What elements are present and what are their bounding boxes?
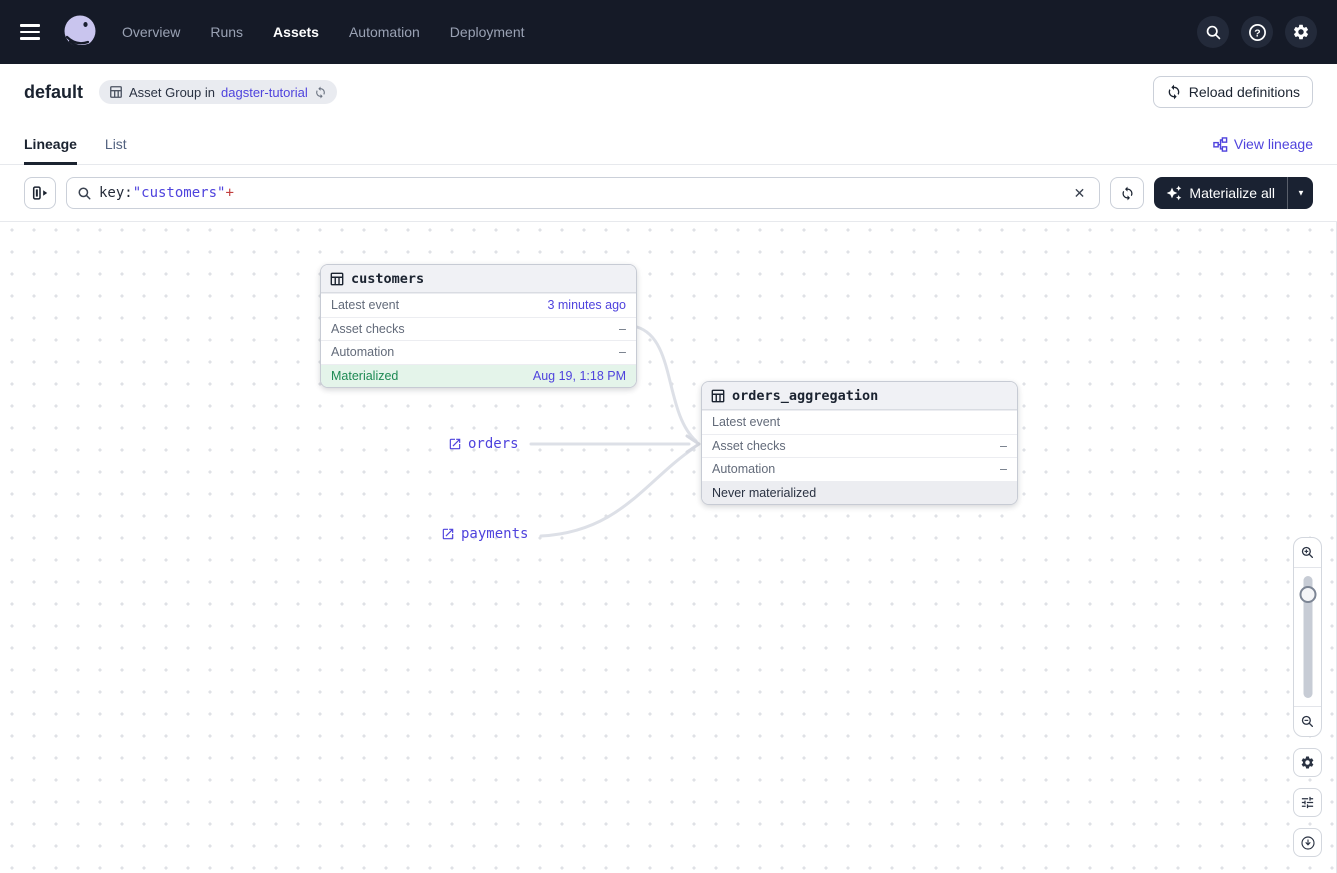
- arrow-down-circle-icon: [1300, 835, 1315, 850]
- tabs-bar: Lineage List View lineage: [0, 120, 1337, 165]
- zoom-in-icon: [1301, 546, 1314, 559]
- asset-name: orders_aggregation: [732, 387, 879, 404]
- nav-links: Overview Runs Assets Automation Deployme…: [122, 24, 525, 40]
- zoom-control-group: [1293, 537, 1322, 737]
- dagster-logo-icon[interactable]: [60, 12, 100, 52]
- lineage-graph-canvas[interactable]: customers Latest event 3 minutes ago Ass…: [0, 222, 1337, 873]
- top-nav: Overview Runs Assets Automation Deployme…: [0, 0, 1337, 64]
- panel-expand-icon: [32, 186, 48, 200]
- chevron-down-icon: ▼: [1296, 188, 1305, 198]
- asset-name: customers: [351, 270, 425, 287]
- external-asset-label: orders: [468, 436, 519, 452]
- page-header: default Asset Group in dagster-tutorial …: [0, 64, 1337, 120]
- nav-link-assets[interactable]: Assets: [273, 24, 319, 40]
- materialize-split-button: Materialize all ▼: [1154, 177, 1313, 209]
- asset-node-header: customers: [321, 265, 636, 293]
- tune-icon: [1301, 796, 1314, 809]
- zoom-slider-track[interactable]: [1303, 576, 1312, 698]
- asset-row-status: Never materialized: [702, 480, 1017, 504]
- code-location-link[interactable]: dagster-tutorial: [221, 84, 308, 100]
- materialize-all-button[interactable]: Materialize all: [1154, 177, 1287, 209]
- asset-row-latest-event: Latest event 3 minutes ago: [321, 293, 636, 317]
- tab-list[interactable]: List: [104, 136, 127, 152]
- external-asset-orders[interactable]: orders: [448, 436, 519, 452]
- lineage-toolbar: key:"customers"+ ✕ Materialize all ▼: [0, 165, 1337, 222]
- asset-row-status: Materialized Aug 19, 1:18 PM: [321, 363, 636, 387]
- recenter-button[interactable]: [1293, 828, 1322, 857]
- table-icon: [330, 272, 344, 285]
- asset-search-input[interactable]: key:"customers"+ ✕: [66, 177, 1101, 209]
- external-link-icon: [449, 438, 461, 450]
- nav-link-overview[interactable]: Overview: [122, 24, 181, 40]
- graph-settings-button[interactable]: [1293, 748, 1322, 777]
- sync-icon: [1122, 186, 1133, 200]
- materialize-all-label: Materialize all: [1189, 185, 1275, 201]
- lineage-icon: [1213, 136, 1228, 152]
- table-icon: [711, 389, 725, 402]
- nav-link-runs[interactable]: Runs: [210, 24, 244, 40]
- gear-icon: [1301, 756, 1314, 769]
- clear-search-button[interactable]: ✕: [1073, 184, 1086, 201]
- tab-lineage[interactable]: Lineage: [24, 136, 77, 165]
- asset-node-orders-aggregation[interactable]: orders_aggregation Latest event Asset ch…: [701, 381, 1018, 505]
- zoom-out-button[interactable]: [1294, 706, 1321, 736]
- asset-row-asset-checks: Asset checks –: [702, 433, 1017, 457]
- external-asset-payments[interactable]: payments: [441, 526, 528, 542]
- asset-row-asset-checks: Asset checks –: [321, 316, 636, 340]
- nav-link-deployment[interactable]: Deployment: [449, 24, 525, 40]
- asset-node-header: orders_aggregation: [702, 382, 1017, 410]
- search-icon: [78, 187, 91, 199]
- external-link-icon: [442, 528, 454, 540]
- zoom-slider-handle[interactable]: [1299, 586, 1316, 603]
- refresh-graph-button[interactable]: [1110, 177, 1145, 209]
- menu-icon[interactable]: [20, 18, 48, 46]
- page-title: default: [24, 81, 84, 102]
- help-icon: ?: [1248, 23, 1266, 41]
- materialization-date-link[interactable]: Aug 19, 1:18 PM: [532, 368, 626, 383]
- asset-group-badge: Asset Group in dagster-tutorial: [99, 80, 337, 104]
- search-button[interactable]: [1197, 16, 1229, 48]
- external-asset-label: payments: [461, 526, 529, 542]
- reload-definitions-label: Reload definitions: [1188, 84, 1300, 100]
- graph-filters-button[interactable]: [1293, 788, 1322, 817]
- help-button[interactable]: ?: [1241, 16, 1273, 48]
- badge-text: Asset Group in: [129, 84, 216, 100]
- lineage-edges: [529, 325, 701, 538]
- reload-icon: [1168, 84, 1180, 100]
- status-badge: Materialized: [331, 368, 399, 383]
- asset-row-latest-event: Latest event: [702, 410, 1017, 434]
- gear-icon: [1293, 24, 1309, 40]
- asset-row-automation: Automation –: [321, 340, 636, 364]
- latest-event-link[interactable]: 3 minutes ago: [547, 298, 626, 313]
- sync-icon: [315, 86, 325, 98]
- settings-button[interactable]: [1285, 16, 1317, 48]
- svg-text:?: ?: [1254, 28, 1260, 39]
- view-lineage-label: View lineage: [1233, 136, 1313, 152]
- reload-definitions-button[interactable]: Reload definitions: [1152, 76, 1313, 108]
- zoom-out-icon: [1301, 715, 1314, 728]
- view-lineage-link[interactable]: View lineage: [1213, 136, 1313, 164]
- asset-row-automation: Automation –: [702, 457, 1017, 481]
- status-badge: Never materialized: [712, 485, 817, 500]
- graph-controls: [1293, 537, 1322, 857]
- open-side-panel-button[interactable]: [24, 177, 56, 209]
- table-icon: [110, 86, 122, 98]
- search-icon: [1206, 25, 1220, 39]
- zoom-slider[interactable]: [1294, 568, 1321, 706]
- nav-link-automation[interactable]: Automation: [348, 24, 420, 40]
- sparkle-icon: [1167, 185, 1182, 201]
- asset-node-customers[interactable]: customers Latest event 3 minutes ago Ass…: [320, 264, 637, 388]
- zoom-in-button[interactable]: [1294, 538, 1321, 568]
- materialize-options-button[interactable]: ▼: [1287, 177, 1313, 209]
- search-query-text: key:"customers"+: [99, 185, 234, 201]
